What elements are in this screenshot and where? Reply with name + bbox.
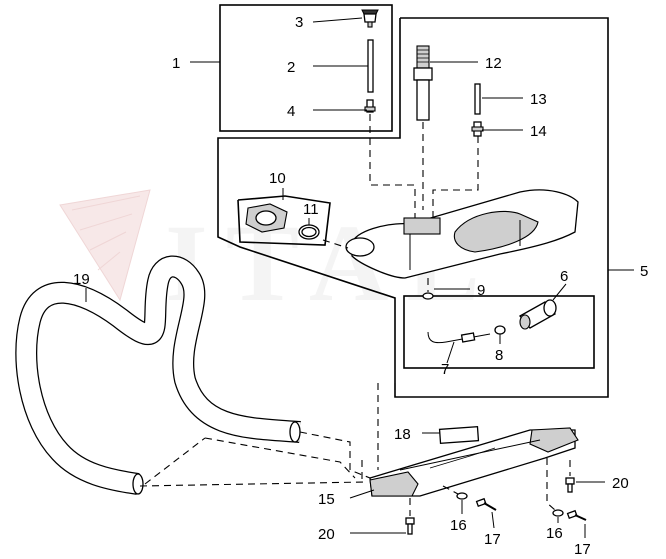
- part-8-clip: [494, 325, 506, 335]
- assembly-line-16r: [546, 458, 556, 511]
- part-4-fitting: [364, 99, 376, 113]
- callout-4: 4: [287, 103, 295, 120]
- callout-5: 5: [640, 263, 648, 280]
- callout-17-left: 17: [484, 531, 501, 548]
- part-19-hose: [15, 255, 301, 495]
- callout-1: 1: [172, 55, 180, 72]
- callout-8: 8: [495, 347, 503, 364]
- assembly-line-4: [369, 114, 416, 218]
- part-11-oring-inner: [301, 226, 317, 238]
- part-15-bracket: [369, 427, 579, 497]
- group-frame-6: [403, 295, 595, 369]
- part-16-washer-left: [456, 492, 468, 500]
- fuel-tank: [345, 189, 579, 279]
- callout-2: 2: [287, 59, 295, 76]
- group-frame-1: [219, 4, 393, 132]
- callout-10: 10: [269, 170, 286, 187]
- leader-6: [552, 283, 567, 301]
- leader-7: [446, 341, 455, 364]
- part-20-screw-right: [565, 477, 575, 493]
- part-6-filter: [518, 299, 557, 330]
- part-12-tube: [413, 45, 433, 121]
- part-18-pad: [438, 425, 480, 445]
- part-2-rod: [367, 39, 374, 93]
- callout-16-right: 16: [546, 525, 563, 542]
- assembly-line-hose-1: [299, 431, 371, 479]
- leader-3: [312, 17, 363, 23]
- part-17-bolt-right: [566, 509, 587, 521]
- assembly-line-14: [432, 136, 479, 225]
- assembly-line-hose-3: [144, 437, 206, 485]
- callout-15: 15: [318, 491, 335, 508]
- callout-14: 14: [530, 123, 547, 140]
- part-14-fitting: [471, 121, 484, 137]
- callout-20-right: 20: [612, 475, 629, 492]
- callout-18: 18: [394, 426, 411, 443]
- callout-6: 6: [560, 268, 568, 285]
- callout-13: 13: [530, 91, 547, 108]
- part-10-nut: [245, 203, 288, 233]
- callout-12: 12: [485, 55, 502, 72]
- callout-16-left: 16: [450, 517, 467, 534]
- assembly-line-16l: [442, 485, 459, 495]
- assembly-line-cap: [322, 239, 349, 249]
- part-13-rod: [474, 83, 481, 115]
- part-20-screw-left: [405, 517, 415, 535]
- callout-7: 7: [441, 361, 449, 378]
- callout-3: 3: [295, 14, 303, 31]
- callout-20-left: 20: [318, 526, 335, 543]
- callout-19: 19: [73, 271, 90, 288]
- part-17-bolt-left: [475, 497, 497, 511]
- group-frame-10: [237, 195, 331, 246]
- assembly-line-hose-2: [204, 437, 356, 479]
- leader-17a: [491, 511, 495, 529]
- leader-15: [349, 489, 375, 499]
- part-16-washer-right: [552, 509, 564, 517]
- part-7-fuel-line: [427, 300, 491, 344]
- callout-9: 9: [477, 282, 485, 299]
- assembly-line-hose-4: [139, 481, 366, 487]
- callout-11: 11: [303, 201, 319, 218]
- part-9-washer: [422, 292, 434, 300]
- part-3-cap: [361, 9, 379, 28]
- callout-17-right: 17: [574, 541, 591, 558]
- group-frame-5: [217, 17, 609, 398]
